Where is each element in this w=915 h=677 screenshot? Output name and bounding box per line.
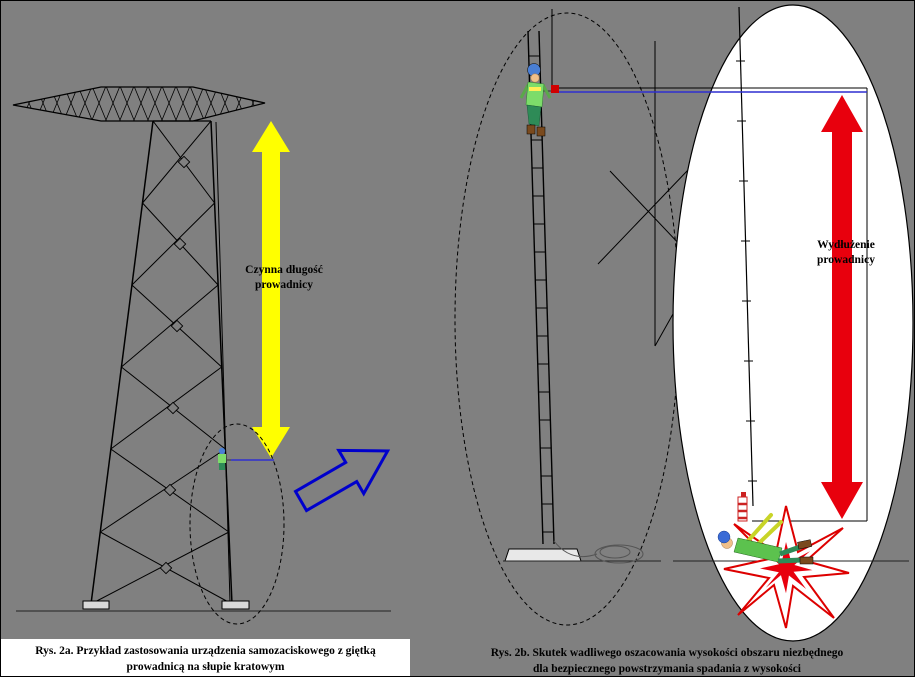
fallen-worker-figure bbox=[717, 513, 814, 565]
climber-small bbox=[218, 447, 232, 470]
caption-fig-2a: Rys. 2a. Przykład zastosowania urządzeni… bbox=[1, 639, 410, 676]
tower-left-leg bbox=[90, 120, 154, 605]
active-length-label: Czynna długość prowadnicy bbox=[229, 263, 339, 293]
elongation-label-line1: Wydłużenie bbox=[817, 239, 875, 251]
impact-starburst-core bbox=[759, 541, 813, 594]
caption-2b-line2: dla bezpiecznego powstrzymania spadania … bbox=[532, 663, 802, 676]
caption-fig-2b: Rys. 2b. Skutek wadliwego oszacowania wy… bbox=[433, 645, 901, 676]
flexible-guide-line bbox=[215, 121, 231, 603]
tower-bracing bbox=[90, 120, 233, 605]
lattice-tower-drawing bbox=[12, 86, 391, 612]
elongation-label: Wydłużenie prowadnicy bbox=[791, 238, 901, 268]
elongation-label-line2: prowadnicy bbox=[817, 253, 875, 266]
tower-right-leg bbox=[210, 120, 233, 605]
zoom-ellipse-left bbox=[189, 423, 285, 625]
rope-tail bbox=[553, 540, 598, 558]
ladder-base-plate bbox=[504, 548, 582, 562]
base-plate-right bbox=[221, 600, 250, 610]
elongated-guide bbox=[738, 6, 754, 507]
caption-2a-line1: Rys. 2a. Przykład zastosowania urządzeni… bbox=[35, 645, 376, 657]
base-plate-left bbox=[82, 600, 110, 610]
anchor-point-marker bbox=[551, 85, 559, 93]
energy-absorber bbox=[737, 492, 748, 522]
pointer-arrow bbox=[293, 448, 391, 513]
tower-crossarm bbox=[12, 86, 266, 122]
rope-coil bbox=[594, 544, 644, 564]
active-length-label-line1: Czynna długość bbox=[245, 264, 323, 276]
caption-2b-line1: Rys. 2b. Skutek wadliwego oszacowania wy… bbox=[490, 647, 844, 659]
lattice-fragment bbox=[597, 41, 701, 347]
rope-coil-inner bbox=[599, 545, 631, 559]
caption-2a-line2: prowadnicą na słupie kratowym bbox=[126, 661, 285, 674]
elongation-arrow bbox=[821, 95, 863, 519]
zoom-ellipse-right bbox=[454, 12, 680, 626]
climber-figure bbox=[519, 63, 553, 137]
ladder-rail-right bbox=[538, 30, 555, 545]
active-length-label-line2: prowadnicy bbox=[255, 278, 313, 291]
active-length-arrow bbox=[252, 121, 290, 458]
guide-ticks bbox=[736, 60, 757, 482]
tower-joint-plates bbox=[159, 155, 191, 575]
